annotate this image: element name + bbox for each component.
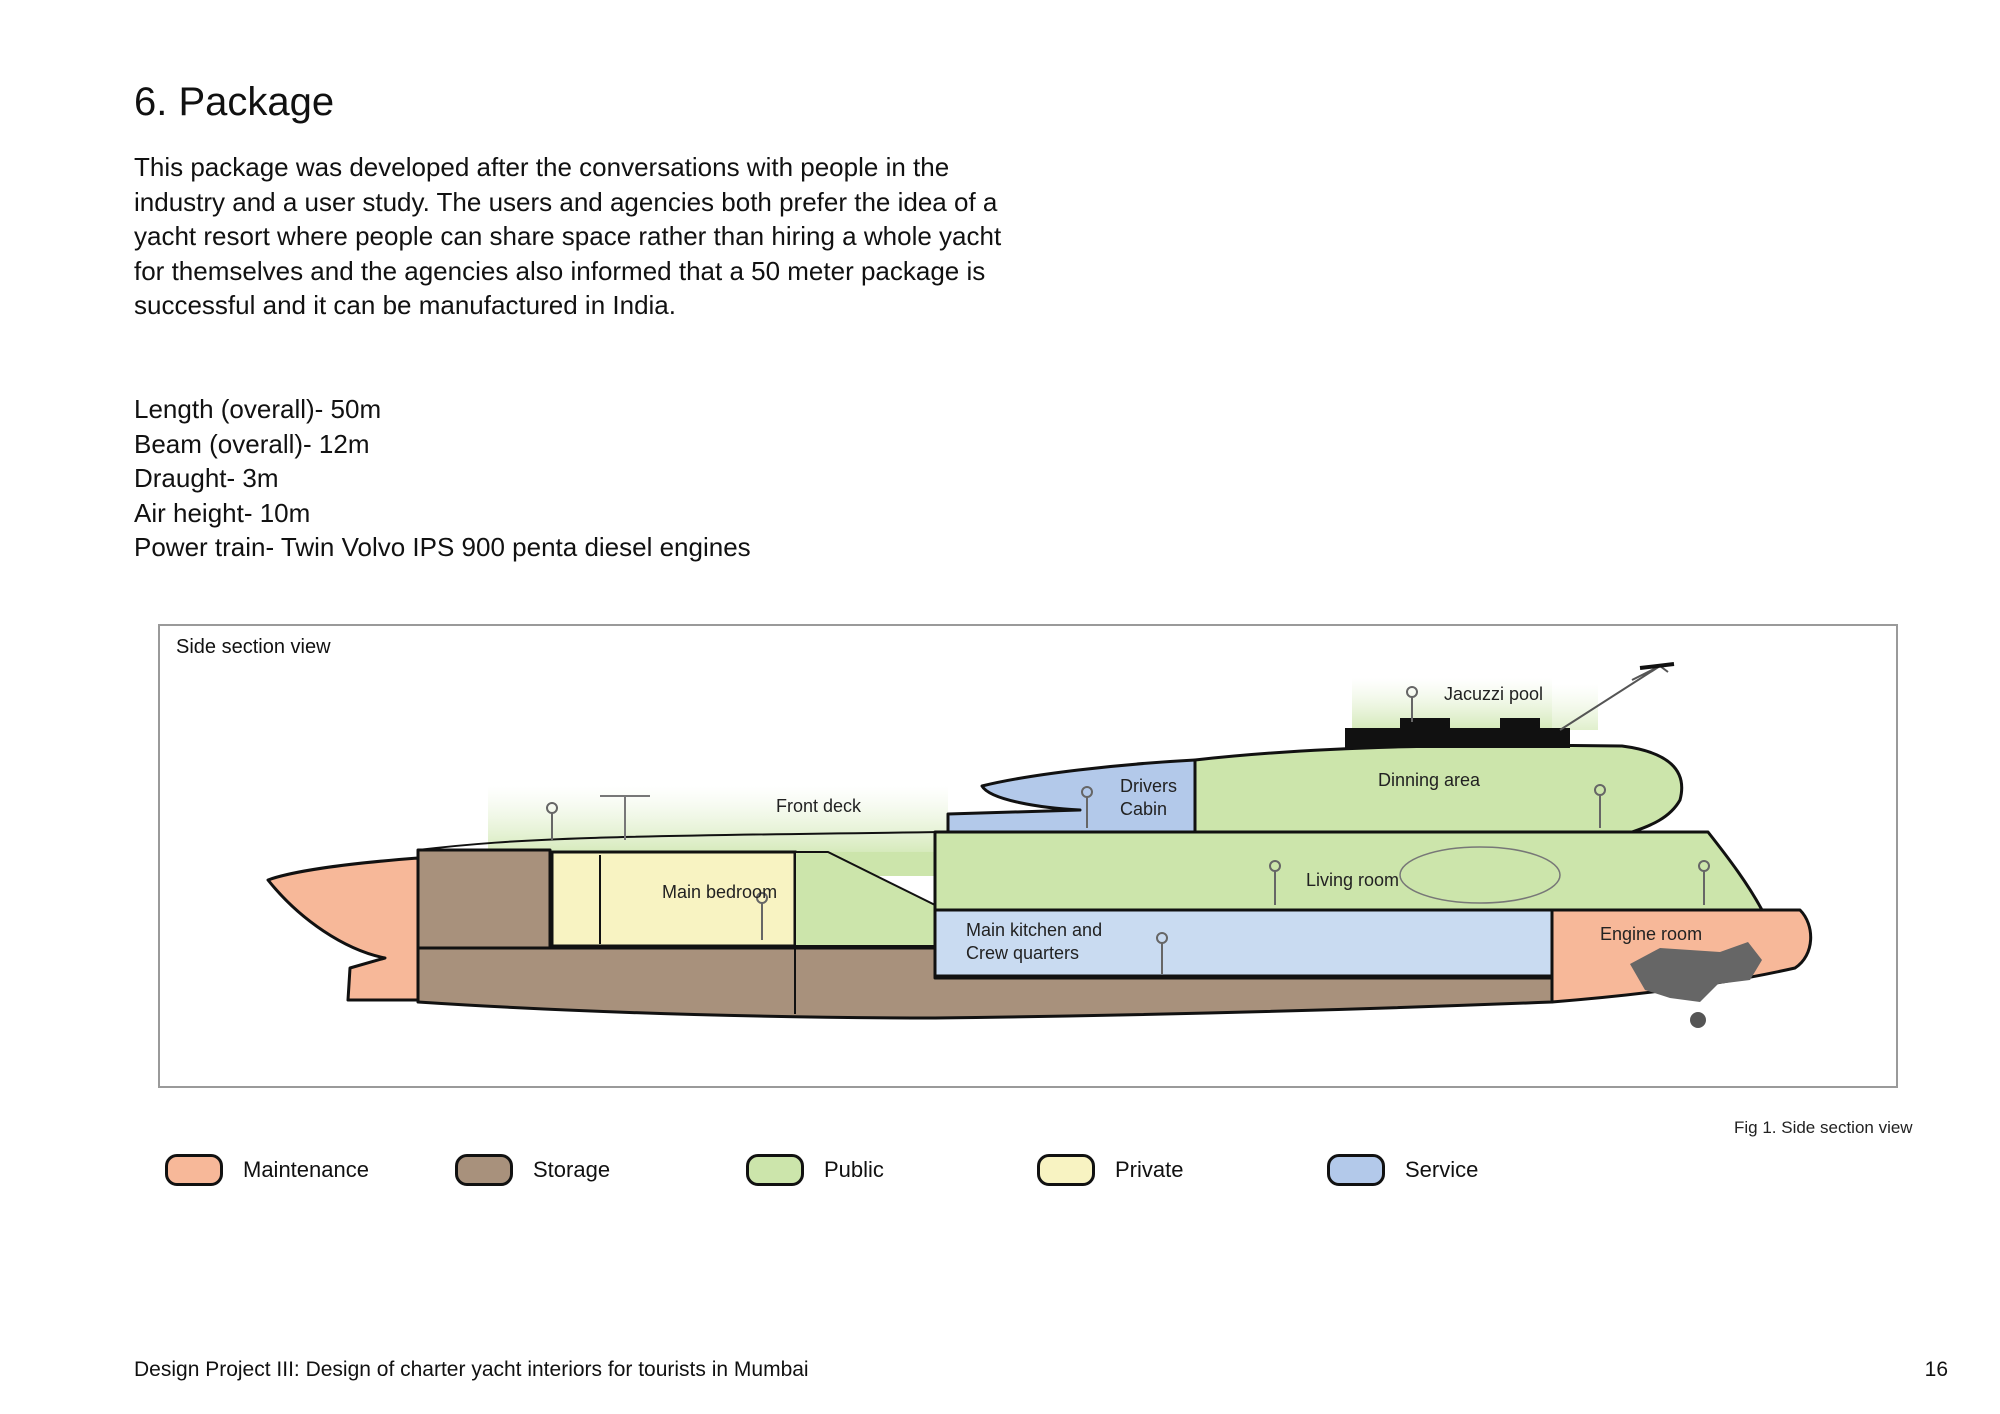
label-kitchen-2: Crew quarters (966, 943, 1079, 963)
engine-icon (1630, 942, 1762, 1002)
footer-text: Design Project III: Design of charter ya… (134, 1358, 809, 1381)
label-living: Living room (1306, 870, 1399, 890)
legend-item-private: Private (1037, 1150, 1183, 1190)
spiral-stair-icon (1399, 846, 1561, 904)
page-title: 6. Package (134, 80, 335, 124)
legend-label: Storage (533, 1157, 611, 1182)
page-number: 16 (1924, 1358, 1948, 1381)
spec-list: Length (overall)- 50m Beam (overall)- 12… (134, 392, 751, 565)
legend-item-public: Public (746, 1150, 884, 1190)
label-drivers-1: Drivers (1120, 776, 1177, 796)
legend-label: Public (824, 1157, 884, 1182)
legend-item-storage: Storage (455, 1150, 610, 1190)
legend-label: Maintenance (243, 1157, 369, 1182)
label-kitchen-1: Main kitchen and (966, 920, 1102, 940)
drivers-cabin-zone (946, 758, 1197, 834)
legend: Maintenance Storage Public Private Servi… (160, 1150, 1560, 1194)
figure-caption: Fig 1. Side section view (1734, 1118, 1913, 1137)
legend-label: Service (1405, 1157, 1479, 1182)
legend-swatch-maintenance (165, 1154, 223, 1186)
spec-air-height: Air height- 10m (134, 497, 311, 528)
hull-storage-zone (416, 848, 1554, 1020)
person-icons (546, 686, 1710, 974)
dinning-area-zone (1193, 743, 1684, 834)
legend-item-maintenance: Maintenance (165, 1150, 369, 1190)
label-dinning: Dinning area (1378, 770, 1481, 790)
spec-length: Length (overall)- 50m (134, 394, 382, 424)
bow-maintenance-zone (266, 856, 420, 1002)
jacuzzi-tub-2 (1500, 718, 1540, 734)
spec-power-train: Power train- Twin Volvo IPS 900 penta di… (134, 532, 751, 562)
legend-swatch-public (746, 1154, 804, 1186)
spec-draught: Draught- 3m (134, 463, 279, 493)
propeller-icon (1690, 1012, 1706, 1028)
aft-deck-area (1552, 684, 1598, 730)
legend-swatch-service (1327, 1154, 1385, 1186)
label-drivers-2: Cabin (1120, 799, 1167, 819)
label-bedroom: Main bedroom (662, 882, 777, 902)
sheer-line (417, 831, 949, 851)
legend-item-service: Service (1327, 1150, 1478, 1190)
front-deck-area (488, 786, 948, 852)
label-front-deck: Front deck (776, 796, 862, 816)
jacuzzi-tub (1400, 718, 1450, 734)
umbrella-icon (600, 795, 650, 840)
mast-top (1639, 662, 1675, 670)
main-bedroom-zone (550, 850, 797, 948)
intro-paragraph: This package was developed after the con… (134, 152, 1002, 320)
legend-swatch-storage (455, 1154, 513, 1186)
legend-swatch-private (1037, 1154, 1095, 1186)
legend-label: Private (1115, 1157, 1184, 1182)
figure-title: Side section view (176, 636, 331, 658)
spec-beam: Beam (overall)- 12m (134, 428, 370, 459)
label-engine: Engine room (1600, 924, 1702, 944)
label-jacuzzi: Jacuzzi pool (1444, 684, 1543, 704)
